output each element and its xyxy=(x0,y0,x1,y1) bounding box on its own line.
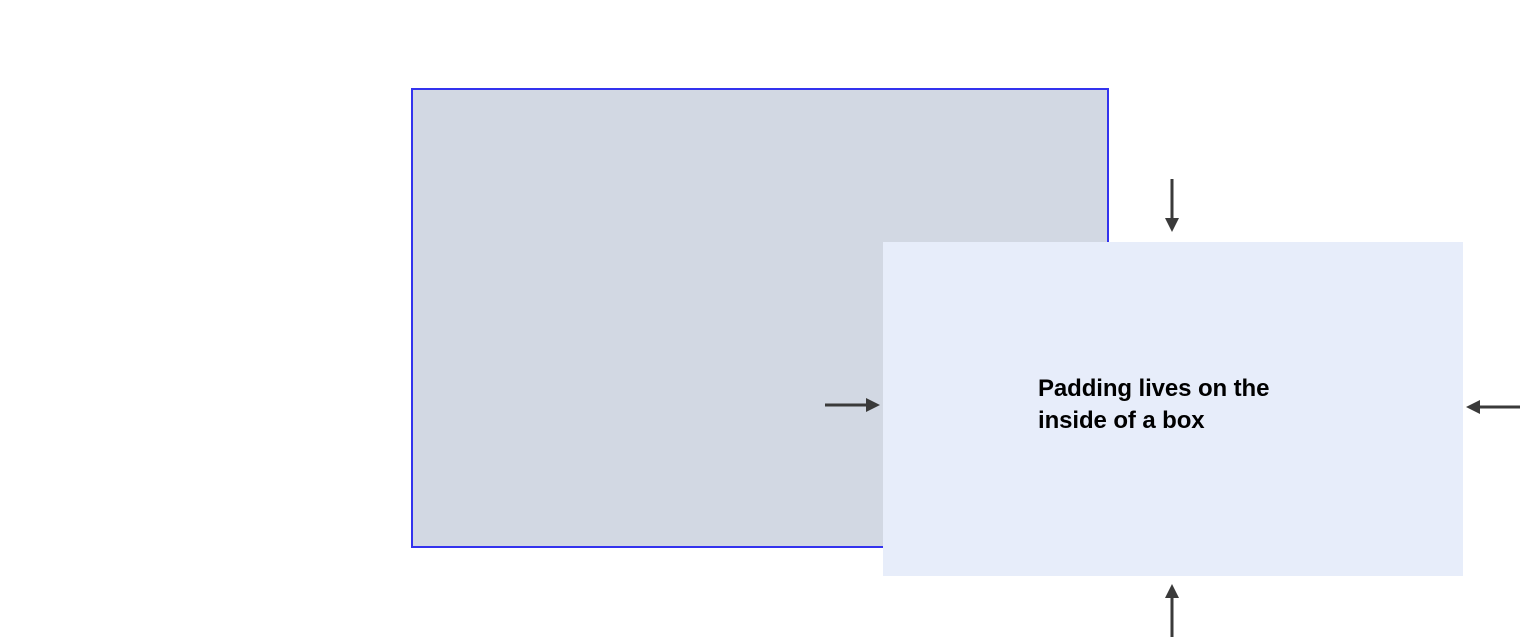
padding-arrow-top-icon xyxy=(1165,179,1179,232)
padding-box: Padding lives on the inside of a box xyxy=(411,88,1520,637)
content-box xyxy=(883,242,1463,576)
content-box-label: Padding lives on the inside of a box xyxy=(1038,375,1270,434)
padding-arrow-right-icon xyxy=(1466,400,1520,414)
padding-arrow-left-icon xyxy=(825,398,880,412)
padding-arrow-bottom-icon xyxy=(1165,584,1179,637)
